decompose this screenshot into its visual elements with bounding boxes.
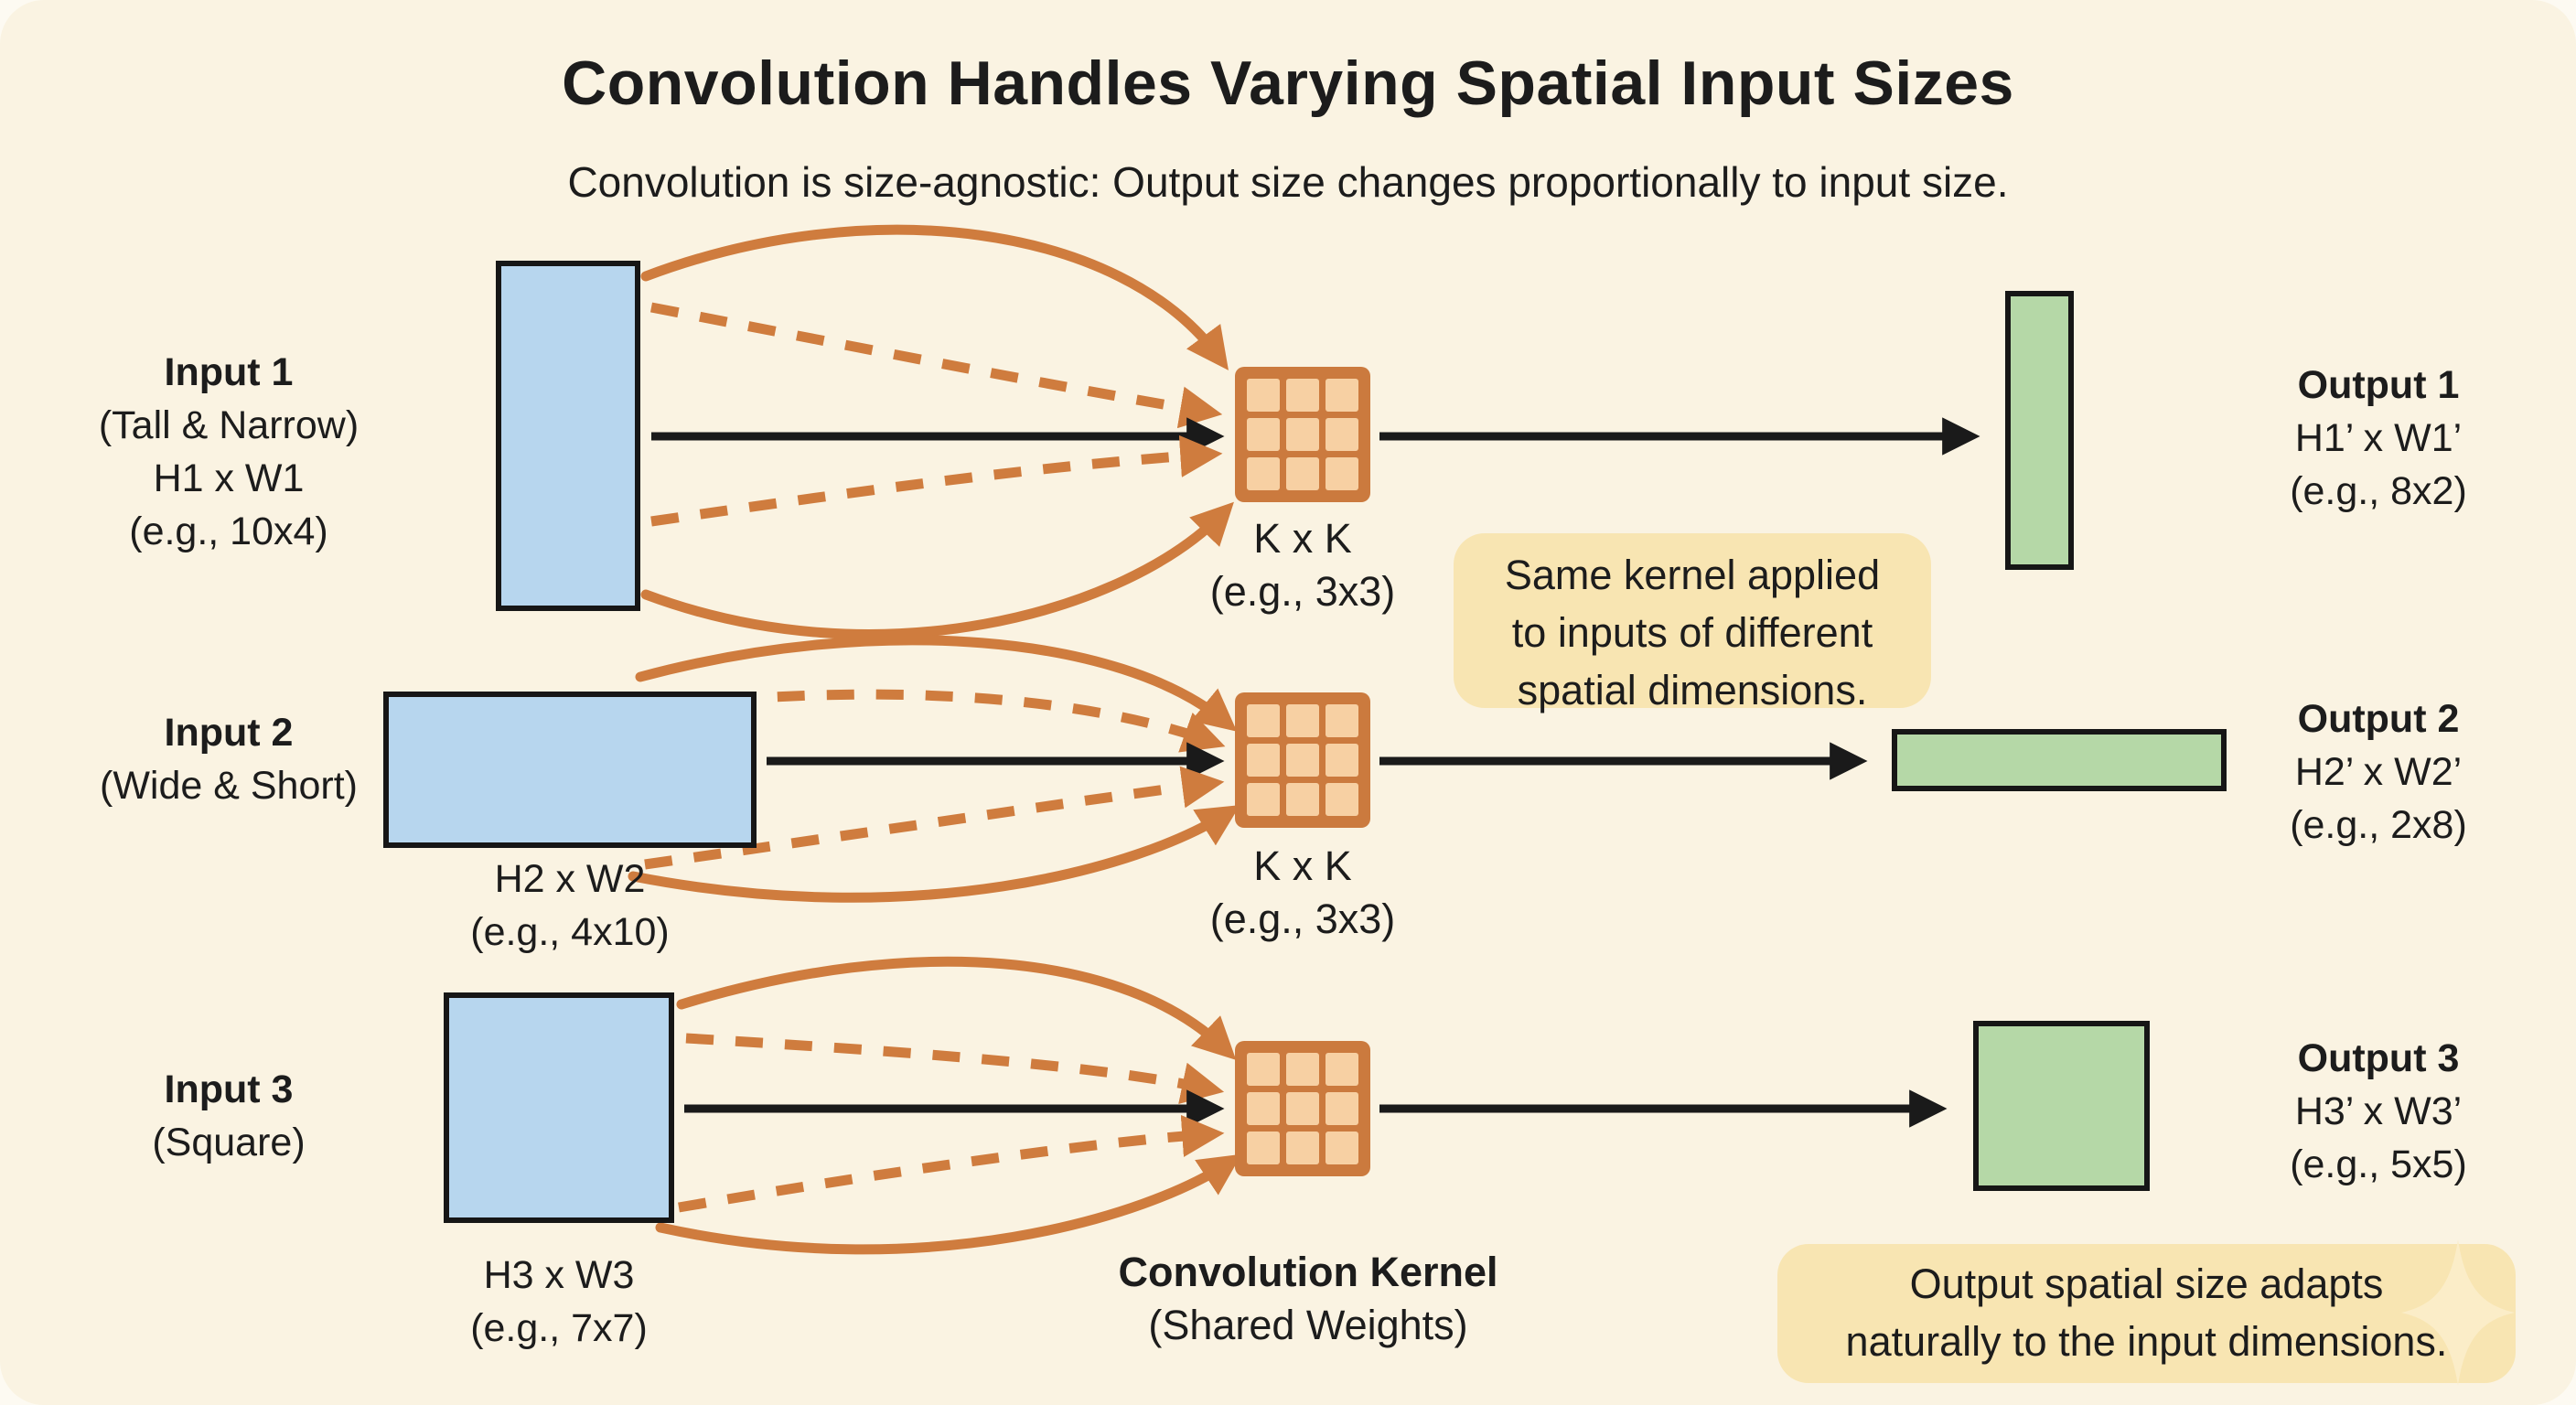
kernel-1-example: (e.g., 3x3) (1209, 568, 1396, 615)
row1-top-solid-arrow (640, 224, 1229, 370)
kernel-cell (1286, 418, 1319, 451)
note-line: to inputs of different (1511, 609, 1873, 656)
row3-bottom-dashed-arrow (678, 1114, 1225, 1213)
note-line: spatial dimensions. (1517, 667, 1868, 713)
output-2-example: (e.g., 2x8) (2290, 803, 2467, 847)
input-3-subtitle: (Square) (152, 1121, 306, 1164)
note-same-kernel: Same kernel applied to inputs of differe… (1454, 533, 1931, 713)
kernel-1 (1235, 367, 1370, 502)
input-3-example: (e.g., 7x7) (470, 1306, 648, 1350)
kernel-2-size: K x K (1253, 842, 1352, 889)
kernel-cell (1247, 1053, 1280, 1086)
kernel-2 (1235, 692, 1370, 828)
row1-top-dashed-arrow (649, 302, 1223, 429)
kernel-cell (1247, 457, 1280, 490)
kernel-cell (1286, 1092, 1319, 1125)
kernel-cell (1247, 1092, 1280, 1125)
kernel-shared-label: Convolution Kernel (Shared Weights) (1098, 1246, 1519, 1352)
row2-top-dashed-arrow (678, 689, 1226, 753)
kernel-shared-subtitle: (Shared Weights) (1148, 1302, 1468, 1348)
input-3-dims-label: H3 x W3 (e.g., 7x7) (358, 1249, 760, 1355)
kernel-3 (1235, 1041, 1370, 1176)
output-2-rect (1892, 729, 2227, 791)
kernel-cell (1326, 457, 1358, 490)
kernel-cell (1286, 379, 1319, 412)
input-3-label: Input 3 (Square) (27, 1063, 430, 1169)
kernel-cell (1247, 379, 1280, 412)
output-3-dims: H3’ x W3’ (2294, 1089, 2463, 1133)
input-2-dims-label: H2 x W2 (e.g., 4x10) (369, 853, 771, 959)
input-2-title: Input 2 (164, 711, 294, 755)
output-3-label: Output 3 H3’ x W3’ (e.g., 5x5) (2177, 1032, 2576, 1191)
output-3-example: (e.g., 5x5) (2290, 1142, 2467, 1186)
page-title: Convolution Handles Varying Spatial Inpu… (562, 48, 2014, 118)
note-line: naturally to the input dimensions. (1845, 1318, 2448, 1365)
kernel-cell (1326, 379, 1358, 412)
row3-top-solid-arrow (676, 956, 1237, 1060)
input-3-rect (444, 992, 674, 1223)
sparkle-icon (2401, 1239, 2515, 1386)
input-1-dims: H1 x W1 (153, 456, 305, 500)
row3-bottom-solid-arrow (655, 1153, 1242, 1255)
kernel-cell (1247, 1132, 1280, 1164)
input-1-subtitle: (Tall & Narrow) (98, 403, 360, 447)
kernel-cell (1286, 744, 1319, 777)
kernel-cell (1286, 457, 1319, 490)
input-2-dims: H2 x W2 (494, 857, 646, 901)
kernel-cell (1247, 783, 1280, 816)
kernel-cell (1326, 704, 1358, 737)
kernel-cell (1326, 744, 1358, 777)
kernel-cell (1326, 418, 1358, 451)
kernel-cell (1326, 783, 1358, 816)
kernel-cell (1326, 1132, 1358, 1164)
kernel-cell (1286, 1132, 1319, 1164)
kernel-1-size: K x K (1253, 515, 1352, 562)
kernel-cell (1247, 744, 1280, 777)
input-2-subtitle: (Wide & Short) (100, 764, 358, 808)
note-output-adapts: Output spatial size adapts naturally to … (1777, 1239, 2516, 1386)
output-1-dims: H1’ x W1’ (2294, 416, 2463, 460)
kernel-cell (1286, 1053, 1319, 1086)
input-2-example: (e.g., 4x10) (470, 910, 670, 954)
output-1-label: Output 1 H1’ x W1’ (e.g., 8x2) (2177, 359, 2576, 518)
kernel-cell (1247, 704, 1280, 737)
input-1-title: Input 1 (164, 350, 294, 394)
kernel-1-label: K x K (e.g., 3x3) (1101, 512, 1504, 618)
kernel-cell (1247, 418, 1280, 451)
kernel-cell (1326, 1053, 1358, 1086)
note-line: Same kernel applied (1504, 552, 1881, 598)
output-2-label: Output 2 H2’ x W2’ (e.g., 2x8) (2177, 692, 2576, 852)
input-3-title: Input 3 (164, 1067, 294, 1111)
output-1-rect (2005, 291, 2074, 570)
output-3-title: Output 3 (2297, 1036, 2460, 1080)
kernel-shared-title: Convolution Kernel (1118, 1249, 1498, 1295)
input-2-label: Input 2 (Wide & Short) (27, 706, 430, 812)
output-2-dims: H2’ x W2’ (2294, 750, 2463, 794)
input-1-example: (e.g., 10x4) (129, 509, 328, 553)
output-2-title: Output 2 (2297, 697, 2460, 741)
output-1-title: Output 1 (2297, 363, 2460, 407)
output-1-example: (e.g., 8x2) (2290, 469, 2467, 513)
kernel-cell (1286, 704, 1319, 737)
kernel-2-example: (e.g., 3x3) (1209, 896, 1396, 942)
page-subtitle: Convolution is size-agnostic: Output siz… (567, 158, 2009, 206)
output-3-rect (1973, 1021, 2150, 1191)
input-1-rect (496, 261, 640, 611)
input-1-label: Input 1 (Tall & Narrow) H1 x W1 (e.g., 1… (27, 346, 430, 558)
kernel-cell (1286, 783, 1319, 816)
note-line: Output spatial size adapts (1909, 1260, 2384, 1307)
row3-top-dashed-arrow (685, 1033, 1225, 1104)
input-3-dims: H3 x W3 (483, 1253, 635, 1297)
kernel-2-label: K x K (e.g., 3x3) (1101, 840, 1504, 946)
kernel-cell (1326, 1092, 1358, 1125)
input-2-rect (383, 692, 757, 848)
